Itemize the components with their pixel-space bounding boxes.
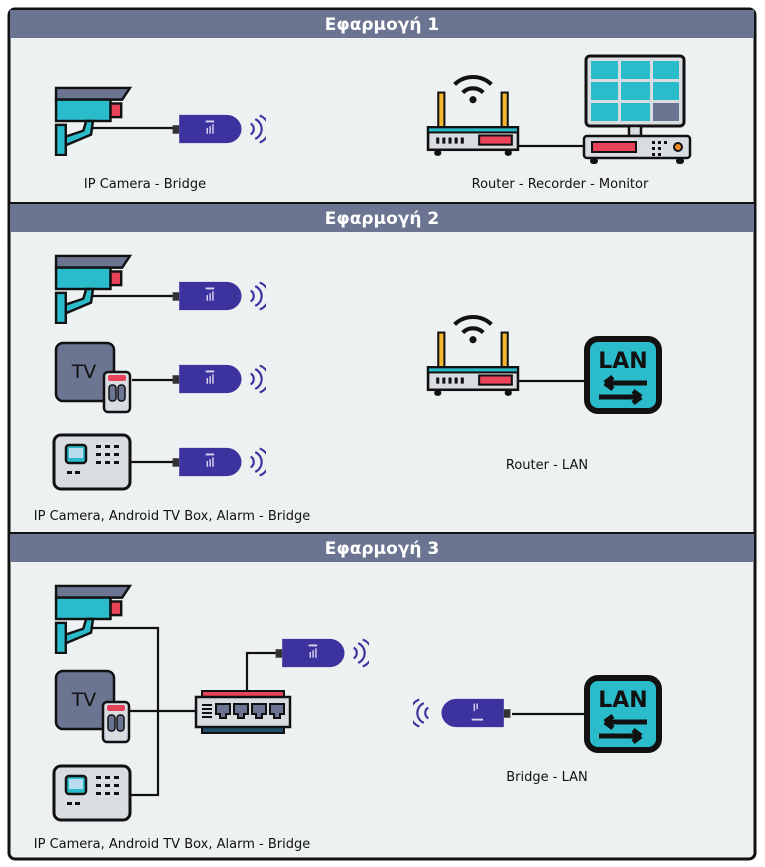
bridge-icon	[172, 447, 242, 477]
section-title-2: Εφαρμογή 2	[325, 209, 439, 229]
bridge-icon	[172, 281, 242, 311]
label-bridge-lan: Bridge - LAN	[506, 770, 588, 785]
alarm-panel-icon	[52, 764, 132, 822]
label-devices-bridge: IP Camera, Android TV Box, Alarm - Bridg…	[34, 509, 310, 524]
section-application-1: Εφαρμογή 1 IP Camera - Bridge Router - R…	[10, 10, 754, 204]
lan-icon-text: LAN	[598, 688, 647, 713]
label-router-recorder-monitor: Router - Recorder - Monitor	[472, 177, 649, 192]
section-header-2	[10, 204, 754, 232]
label-router-lan: Router - LAN	[506, 458, 588, 473]
section-header-1	[10, 10, 754, 38]
recorder-monitor-icon	[582, 54, 692, 166]
label-ip-camera-bridge: IP Camera - Bridge	[84, 177, 206, 192]
tv-box-text: TV	[71, 361, 97, 383]
lan-icon-text: LAN	[598, 349, 647, 374]
remote-control-icon	[102, 370, 132, 414]
remote-control-icon	[101, 700, 131, 744]
bridge-icon	[275, 638, 345, 668]
label-devices-bridge: IP Camera, Android TV Box, Alarm - Bridg…	[34, 837, 310, 852]
tv-box-text: TV	[71, 689, 97, 711]
bridge-icon	[441, 698, 511, 728]
bridge-icon	[172, 114, 242, 144]
section-header-3	[10, 534, 754, 562]
alarm-panel-icon	[52, 433, 132, 491]
network-switch-icon	[194, 689, 292, 735]
section-application-3: Εφαρμογή 3 TV IP Camera, Android TV Box,…	[10, 534, 754, 852]
section-title-1: Εφαρμογή 1	[325, 15, 439, 35]
section-application-2: Εφαρμογή 2 TV IP Camera, Android TV Box,…	[10, 204, 754, 534]
bridge-icon	[172, 364, 242, 394]
section-title-3: Εφαρμογή 3	[325, 539, 439, 559]
network-cable	[245, 651, 278, 690]
